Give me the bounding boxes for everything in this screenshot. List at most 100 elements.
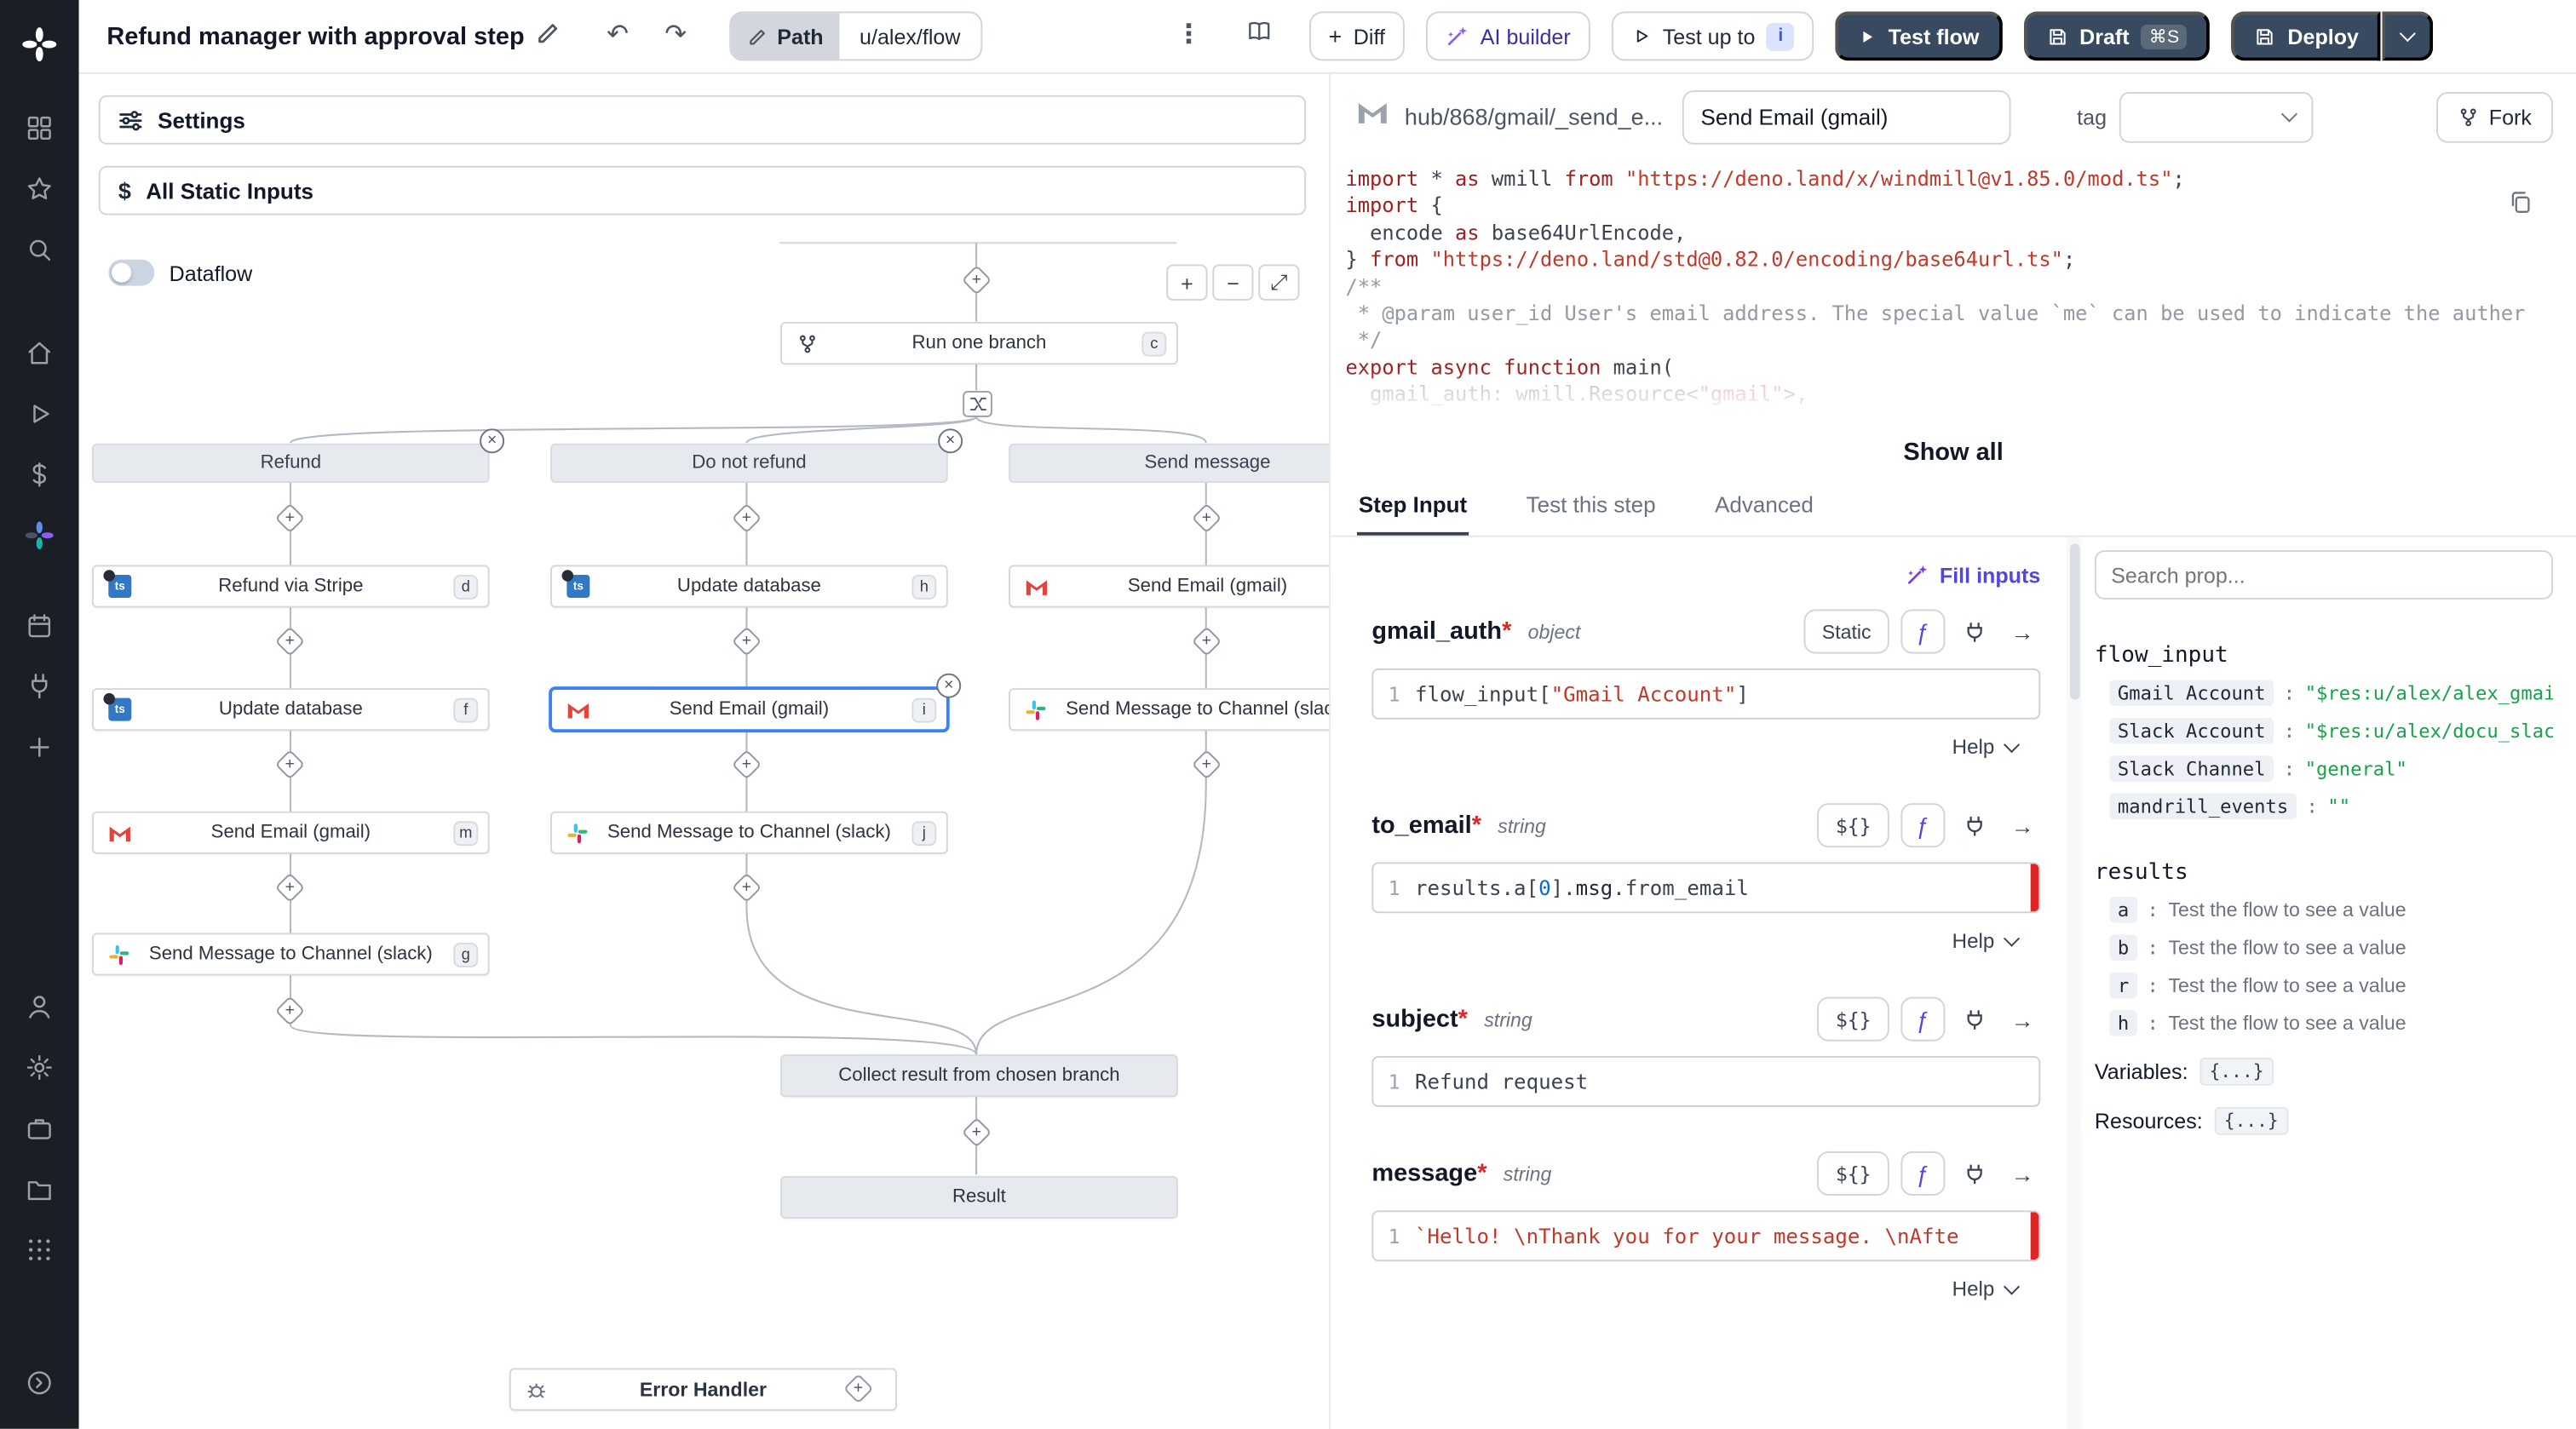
- deploy-dropdown-button[interactable]: [2382, 11, 2433, 61]
- open-arrow-icon[interactable]: →: [2004, 1156, 2040, 1191]
- dataflow-toggle[interactable]: [108, 259, 155, 286]
- input-expression-box[interactable]: 1 Refund request: [1371, 1056, 2041, 1107]
- expression-editor-button[interactable]: ƒ: [1900, 803, 1946, 848]
- deploy-button[interactable]: Deploy: [2231, 11, 2381, 61]
- flow-node-send-email-gmail-selected[interactable]: Send Email (gmail) i: [550, 688, 948, 732]
- insert-step-button[interactable]: +: [731, 626, 762, 657]
- variables-chip[interactable]: {...}: [2199, 1057, 2274, 1086]
- connect-plug-icon[interactable]: [1957, 613, 1992, 649]
- path-group[interactable]: Path u/alex/flow: [729, 11, 982, 61]
- help-toggle[interactable]: Help: [1371, 736, 2040, 759]
- menu-grid-dots-icon[interactable]: [0, 1219, 79, 1279]
- flow-node-send-message-slack[interactable]: Send Message to Channel (slack) g: [91, 933, 490, 976]
- edit-title-pencil-icon[interactable]: [536, 20, 561, 53]
- insert-step-button[interactable]: +: [731, 872, 762, 904]
- copy-code-icon[interactable]: [2507, 189, 2533, 223]
- insert-step-button[interactable]: +: [1191, 502, 1222, 534]
- help-toggle[interactable]: Help: [1371, 930, 2040, 953]
- flow-node-send-email-gmail[interactable]: Send Email (gmail) m: [91, 811, 490, 854]
- input-mode-button[interactable]: ${}: [1817, 803, 1889, 848]
- input-mode-button[interactable]: ${}: [1817, 1151, 1889, 1196]
- static-inputs-button[interactable]: $All Static Inputs: [98, 165, 1307, 215]
- expression-editor-button[interactable]: ƒ: [1900, 996, 1946, 1042]
- search-prop-input[interactable]: [2094, 550, 2553, 600]
- undo-icon[interactable]: ↶: [607, 21, 629, 49]
- connect-plug-icon[interactable]: [1957, 807, 1992, 843]
- remove-branch-button[interactable]: ×: [938, 428, 963, 454]
- kebab-menu-icon[interactable]: ⋮: [1176, 21, 1202, 49]
- show-all-button[interactable]: Show all: [1903, 437, 2004, 466]
- input-mode-button[interactable]: ${}: [1817, 996, 1889, 1042]
- tag-select[interactable]: [2119, 91, 2314, 142]
- apps-grid-icon[interactable]: [0, 97, 79, 158]
- flow-node-update-database[interactable]: ts Update database f: [91, 688, 490, 732]
- remove-step-button[interactable]: ×: [936, 673, 962, 698]
- resources-chip[interactable]: {...}: [2214, 1106, 2289, 1135]
- help-toggle[interactable]: Help: [1371, 1277, 2040, 1300]
- input-mode-button[interactable]: Static: [1803, 609, 1889, 654]
- test-flow-button[interactable]: Test flow: [1835, 11, 2003, 61]
- path-edit-segment[interactable]: Path: [731, 13, 840, 60]
- runs-play-icon[interactable]: [0, 382, 79, 443]
- insert-step-button[interactable]: +: [961, 265, 992, 296]
- zoom-in-button[interactable]: +: [1166, 264, 1208, 301]
- favorites-star-icon[interactable]: [0, 158, 79, 218]
- diff-button[interactable]: +Diff: [1308, 11, 1406, 61]
- flow-node-refund-via-stripe[interactable]: ts Refund via Stripe d: [91, 565, 490, 608]
- open-arrow-icon[interactable]: →: [2004, 1001, 2040, 1036]
- expression-editor-button[interactable]: ƒ: [1900, 1151, 1946, 1196]
- prop-row[interactable]: Slack Account:"$res:u/alex/docu_slack": [2109, 717, 2553, 744]
- branch-header-do-not-refund[interactable]: Do not refund: [550, 443, 948, 483]
- home-icon[interactable]: [0, 322, 79, 382]
- flow-node-send-message-slack[interactable]: Send Message to Channel (slack): [1009, 688, 1330, 732]
- tab-test-this-step[interactable]: Test this step: [1526, 492, 1656, 518]
- docs-book-icon[interactable]: [1245, 18, 1273, 54]
- flow-settings-button[interactable]: Settings: [98, 95, 1307, 145]
- flow-node-send-message-slack[interactable]: Send Message to Channel (slack) j: [550, 811, 948, 854]
- folders-icon[interactable]: [0, 1158, 79, 1219]
- settings-gear-icon[interactable]: [0, 1036, 79, 1097]
- insert-step-button[interactable]: +: [961, 1117, 992, 1148]
- insert-step-button[interactable]: +: [274, 626, 306, 657]
- form-scrollbar[interactable]: [2067, 537, 2082, 1429]
- branch-header-refund[interactable]: Refund: [91, 443, 490, 483]
- flow-node-result[interactable]: Result: [780, 1175, 1178, 1219]
- tab-advanced[interactable]: Advanced: [1715, 492, 1814, 518]
- prop-row[interactable]: Gmail Account:"$res:u/alex/alex_gmail": [2109, 680, 2553, 707]
- path-value[interactable]: u/alex/flow: [839, 13, 980, 60]
- prop-row[interactable]: r:Test the flow to see a value: [2109, 972, 2553, 999]
- open-arrow-icon[interactable]: →: [2004, 613, 2040, 649]
- insert-step-button[interactable]: +: [274, 502, 306, 534]
- prop-row[interactable]: h:Test the flow to see a value: [2109, 1010, 2553, 1036]
- flow-node-error-handler[interactable]: Error Handler: [509, 1368, 897, 1411]
- flow-node-run-one-branch[interactable]: Run one branch c: [780, 321, 1178, 365]
- prop-row[interactable]: b:Test the flow to see a value: [2109, 934, 2553, 961]
- tab-step-input[interactable]: Step Input: [1356, 479, 1469, 536]
- fork-button[interactable]: Fork: [2436, 91, 2553, 142]
- branch-header-send-message[interactable]: Send message: [1009, 443, 1330, 483]
- insert-step-button[interactable]: +: [274, 749, 306, 780]
- input-expression-box[interactable]: 1 flow_input["Gmail Account"]: [1371, 668, 2041, 720]
- add-plus-icon[interactable]: [0, 716, 79, 777]
- insert-step-button[interactable]: +: [274, 872, 306, 904]
- schedules-calendar-icon[interactable]: [0, 594, 79, 655]
- flow-node-collect-result[interactable]: Collect result from chosen branch: [780, 1054, 1178, 1098]
- flow-node-send-email-gmail[interactable]: Send Email (gmail): [1009, 565, 1330, 608]
- insert-step-button[interactable]: +: [731, 502, 762, 534]
- logout-icon[interactable]: [0, 1352, 79, 1412]
- fit-view-button[interactable]: ⤢: [1258, 264, 1300, 301]
- user-icon[interactable]: [0, 976, 79, 1036]
- input-expression-box[interactable]: 1 results.a[0].msg.from_email: [1371, 862, 2041, 914]
- insert-step-button[interactable]: +: [731, 749, 762, 780]
- variables-row[interactable]: Variables:{...}: [2095, 1057, 2553, 1086]
- insert-step-button[interactable]: +: [1191, 749, 1222, 780]
- open-arrow-icon[interactable]: →: [2004, 807, 2040, 843]
- workspace-briefcase-icon[interactable]: [0, 1097, 79, 1157]
- hub-pinwheel-icon[interactable]: [0, 504, 79, 565]
- windmill-logo-icon[interactable]: [0, 13, 79, 73]
- draft-button[interactable]: Draft⌘S: [2023, 11, 2211, 61]
- resources-row[interactable]: Resources:{...}: [2095, 1106, 2553, 1135]
- prop-row[interactable]: a:Test the flow to see a value: [2109, 896, 2553, 923]
- prop-row[interactable]: mandrill_events:"": [2109, 793, 2553, 820]
